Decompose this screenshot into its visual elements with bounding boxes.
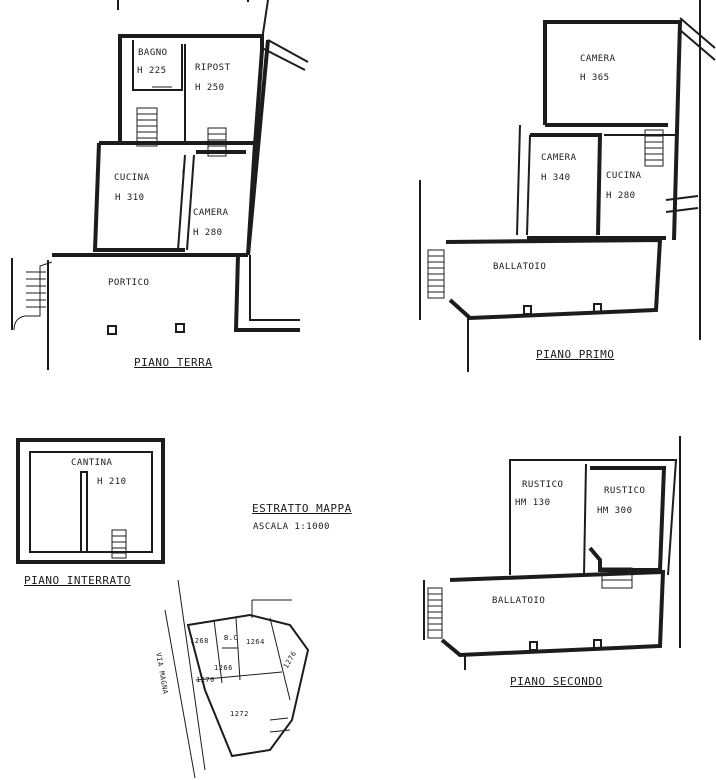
- estratto-mappa-map: [164, 579, 310, 779]
- piano-secondo-plan: [423, 436, 681, 670]
- parcel-fragment-label: 1270: [196, 676, 215, 684]
- piano-primo-plan: [419, 0, 716, 372]
- piano-terra-plan: [11, 0, 309, 370]
- parcel-label: 1268: [190, 637, 209, 645]
- room-height-camera-terra: H 280: [193, 228, 223, 238]
- room-height-bagno: H 225: [137, 66, 167, 76]
- room-label-cucina-terra: CUCINA: [114, 173, 150, 183]
- room-label-camera-primo-b: CAMERA: [541, 153, 577, 163]
- room-height-cucina-primo: H 280: [606, 191, 636, 201]
- room-label-portico: PORTICO: [108, 278, 150, 288]
- room-label-cantina: CANTINA: [71, 458, 113, 468]
- map-scale-label: ASCALA 1:1000: [253, 522, 330, 532]
- room-label-camera-primo-a: CAMERA: [580, 54, 616, 64]
- room-height-rustico-a: HM 130: [515, 498, 551, 508]
- floor-title-piano-secondo: PIANO SECONDO: [510, 675, 603, 688]
- room-label-rustico-a: RUSTICO: [522, 480, 564, 490]
- room-label-bagno: BAGNO: [138, 48, 168, 58]
- room-label-ballatoio-secondo: BALLATOIO: [492, 596, 546, 606]
- room-label-cucina-primo: CUCINA: [606, 171, 642, 181]
- room-height-cucina-terra: H 310: [115, 193, 145, 203]
- room-height-cantina: H 210: [97, 477, 127, 487]
- parcel-label: 1272: [230, 710, 249, 718]
- parcel-label: 1266: [214, 664, 233, 672]
- room-label-camera-terra: CAMERA: [193, 208, 229, 218]
- parcel-label: 1264: [246, 638, 265, 646]
- floor-title-piano-interrato: PIANO INTERRATO: [24, 574, 131, 587]
- floor-title-piano-terra: PIANO TERRA: [134, 356, 213, 369]
- piano-interrato-plan: [16, 438, 165, 564]
- room-height-camera-primo-b: H 340: [541, 173, 571, 183]
- room-label-rustico-b: RUSTICO: [604, 486, 646, 496]
- room-label-ballatoio-primo: BALLATOIO: [493, 262, 547, 272]
- parcel-label-bc: B.C: [224, 634, 239, 642]
- room-label-ripost: RIPOST: [195, 63, 231, 73]
- room-height-camera-primo-a: H 365: [580, 73, 610, 83]
- room-height-rustico-b: HM 300: [597, 506, 633, 516]
- floor-title-piano-primo: PIANO PRIMO: [536, 348, 615, 361]
- room-height-ripost: H 250: [195, 83, 225, 93]
- map-extract-title: ESTRATTO MAPPA: [252, 502, 352, 515]
